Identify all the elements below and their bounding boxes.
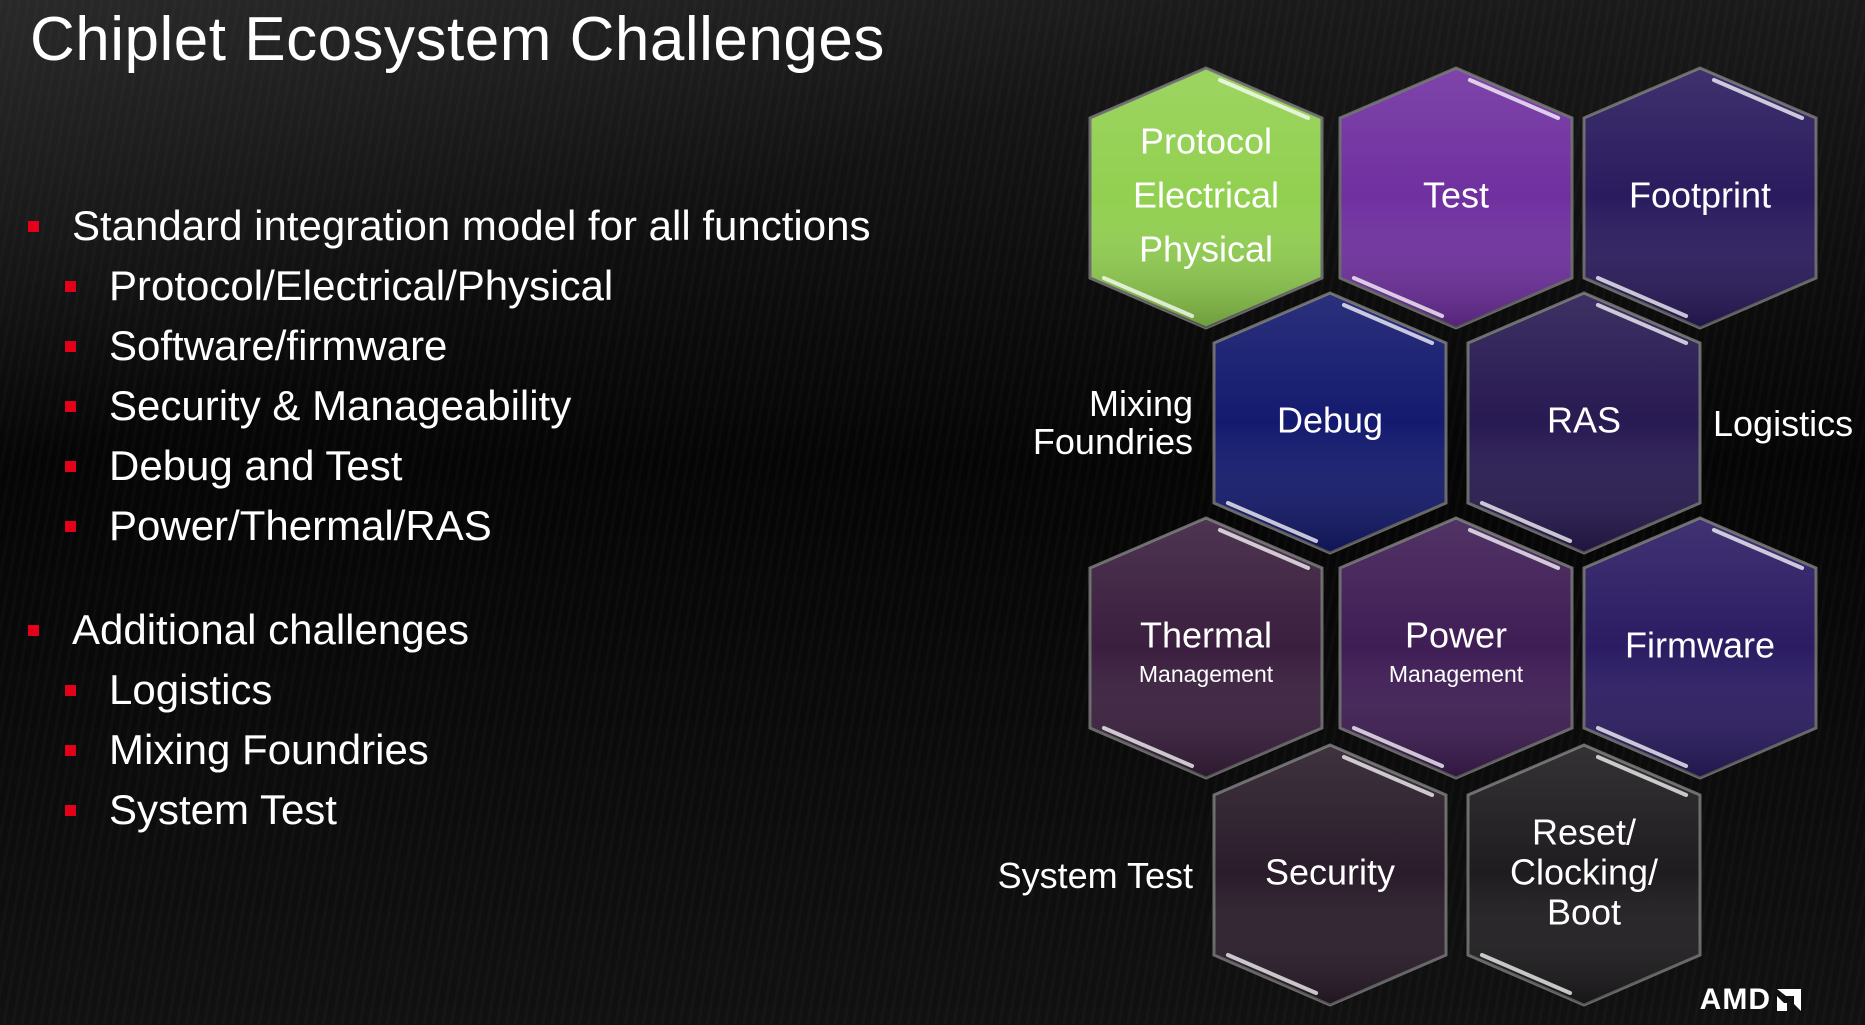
bullet-security: Security & Manageability	[28, 376, 870, 436]
bullet-square-icon	[28, 624, 39, 636]
bullet-debug: Debug and Test	[28, 436, 870, 496]
bullet-square-icon	[65, 400, 76, 412]
hexagon-reset-label: Boot	[1547, 892, 1621, 933]
hexagon-power-sublabel: Management	[1389, 661, 1524, 687]
hexagon-power-label: Power	[1405, 615, 1507, 656]
hexagon-protocol-label: Physical	[1139, 229, 1273, 270]
bullet-square-icon	[65, 280, 76, 292]
bullet-power: Power/Thermal/RAS	[28, 496, 870, 556]
bullet-square-icon	[65, 744, 76, 756]
bullet-square-icon	[28, 220, 39, 232]
bullet-protocol: Protocol/Electrical/Physical	[28, 256, 870, 316]
hexagon-protocol-label: Electrical	[1133, 175, 1279, 216]
hexagon-debug-label: Debug	[1277, 400, 1383, 441]
hexagon-reset-label: Reset/	[1532, 812, 1636, 853]
hexagon-firmware-label: Firmware	[1625, 625, 1775, 666]
bullet-mixing-foundries: Mixing Foundries	[28, 720, 870, 780]
bullet-heading-additional-challenges: Additional challenges	[28, 600, 870, 660]
hexagon-debug: Debug	[1212, 291, 1448, 555]
hexagon-security-label: Security	[1265, 852, 1395, 893]
hexagon-ras-label: RAS	[1547, 400, 1621, 441]
hexagon-footprint: Footprint	[1582, 66, 1818, 330]
side-label-mixing-foundries: Mixing Foundries	[1032, 383, 1193, 462]
bullet-square-icon	[65, 340, 76, 352]
bullet-logistics: Logistics	[28, 660, 870, 720]
hexagon-security: Security	[1212, 743, 1448, 1007]
hexagon-firmware: Firmware	[1582, 516, 1818, 780]
slide-title: Chiplet Ecosystem Challenges	[30, 5, 885, 74]
bullet-system-test: System Test	[28, 780, 870, 840]
bullet-software: Software/firmware	[28, 316, 870, 376]
amd-arrow-icon	[1777, 989, 1801, 1011]
hexagon-thermal-label: Thermal	[1140, 615, 1272, 656]
bullet-square-icon	[65, 460, 76, 472]
hexagon-thermal-sublabel: Management	[1139, 661, 1274, 687]
hexagon-test-label: Test	[1423, 175, 1489, 216]
bullet-heading-standard-integration: Standard integration model for all funct…	[28, 196, 870, 256]
bullet-square-icon	[65, 804, 76, 816]
hexagon-test: Test	[1338, 66, 1574, 330]
bullet-square-icon	[65, 684, 76, 696]
bullet-square-icon	[65, 520, 76, 532]
side-label-logistics: Logistics	[1713, 403, 1854, 444]
bullet-list: Standard integration model for all funct…	[28, 196, 870, 840]
hexagon-protocol-label: Protocol	[1140, 121, 1272, 162]
hexagon-reset-label: Clocking/	[1510, 852, 1658, 893]
side-label-system-test: System Test	[997, 855, 1193, 896]
amd-logo: AMD	[1700, 983, 1803, 1017]
hexagon-reset: Reset/Clocking/Boot	[1466, 743, 1702, 1007]
hexagon-footprint-label: Footprint	[1629, 175, 1771, 216]
hexagon-ras: RAS	[1466, 291, 1702, 555]
